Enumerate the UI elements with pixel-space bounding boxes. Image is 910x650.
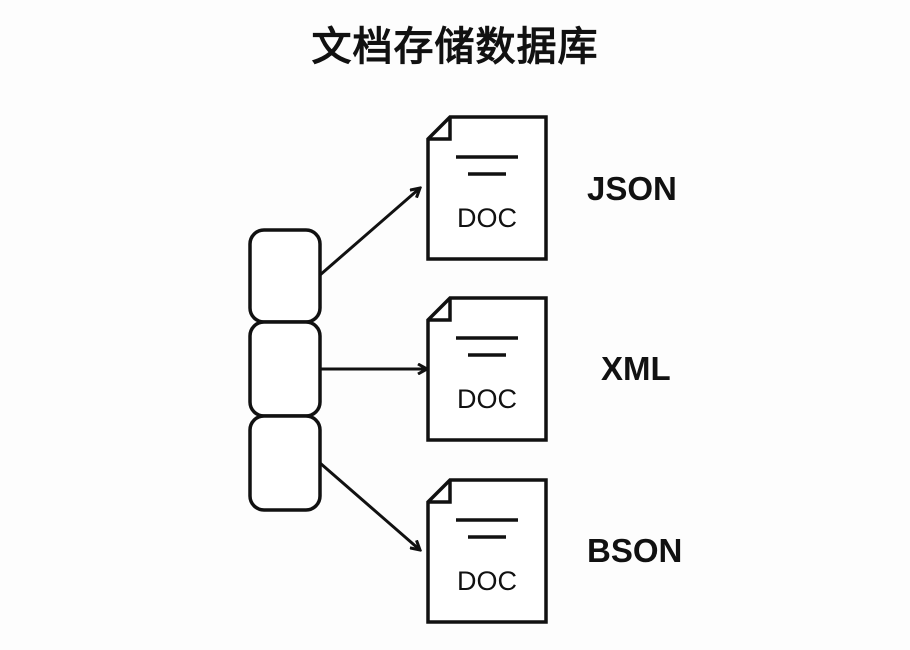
doc-icon-bson: DOC [426,478,548,624]
format-label-json: JSON [587,170,677,207]
doc-icon-xml: DOC [426,296,548,442]
format-label-xml: XML [601,350,671,387]
format-label-bson: BSON [587,532,683,569]
store-slot-3 [248,414,322,512]
doc-label: DOC [457,203,517,233]
doc-label: DOC [457,384,517,414]
doc-icon-json: DOC [426,115,548,261]
store-slot-1 [248,228,322,324]
document-store [248,228,322,512]
diagram-title: 文档存储数据库 [311,24,599,70]
doc-label: DOC [457,566,517,596]
store-slot-2 [248,320,322,418]
arrow-to-json [319,188,420,277]
arrow-to-bson [319,461,420,550]
